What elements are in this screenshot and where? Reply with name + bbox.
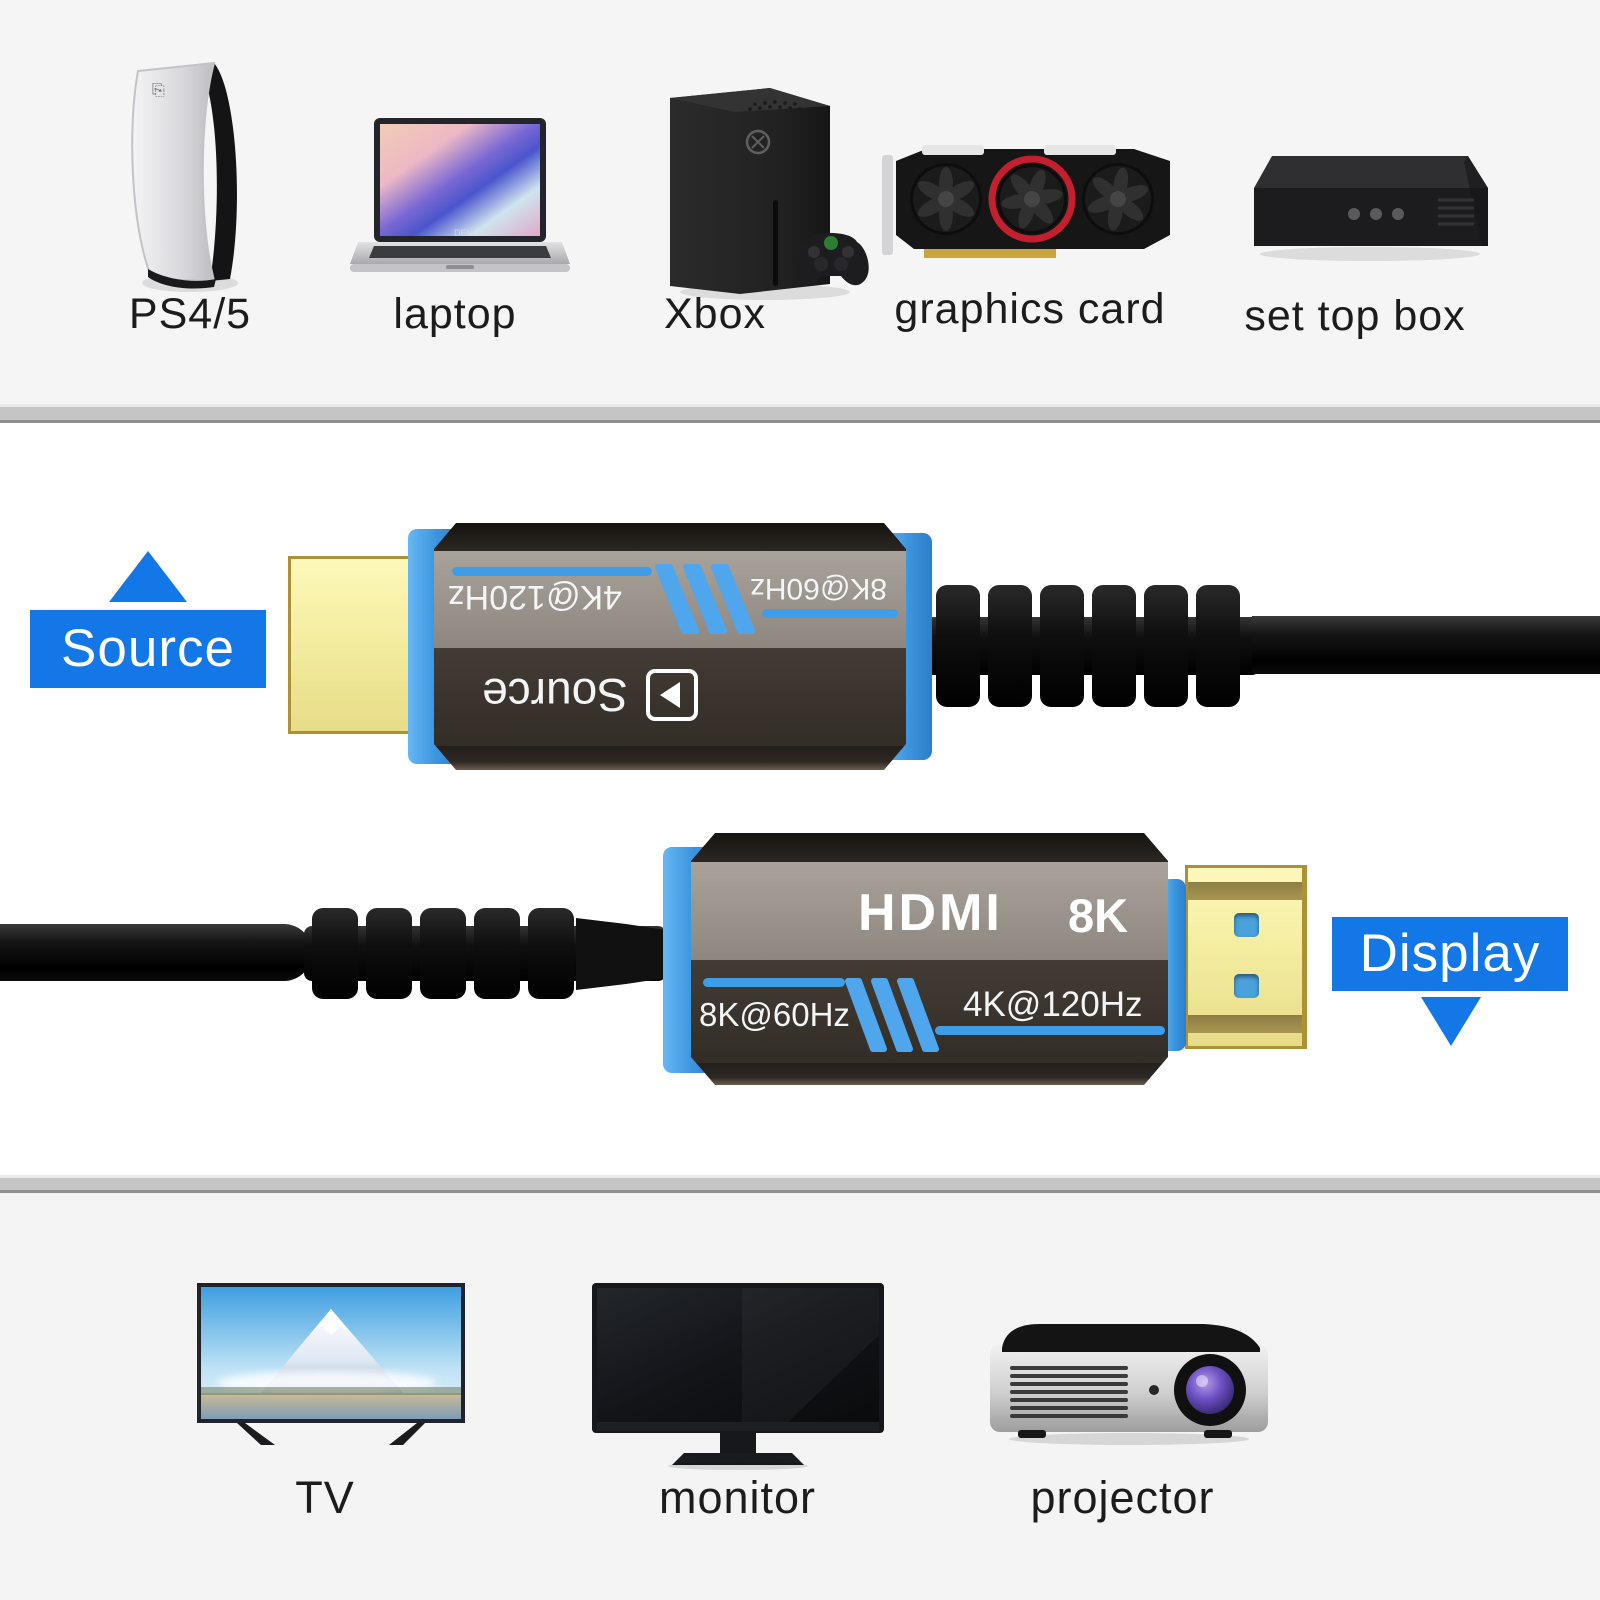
projector-label: projector xyxy=(1030,1472,1215,1523)
hdmi-logo-text: HDMI xyxy=(858,884,1003,942)
graphics-card-icon xyxy=(882,145,1170,258)
display-plug-pin-hole-top xyxy=(1234,913,1259,937)
source-strain-relief-icon xyxy=(926,585,1260,707)
display-plug-pin-hole-bottom xyxy=(1234,974,1259,998)
display-cable xyxy=(0,924,312,981)
tv-label: TV xyxy=(295,1472,355,1523)
display-annotation-text: Display xyxy=(1359,924,1541,983)
source-body-label: Source xyxy=(482,669,628,721)
source-triple-slash-icon xyxy=(655,564,755,634)
ps4-5-label: PS4/5 xyxy=(128,290,252,338)
hdmi-8k-text: 8K xyxy=(1068,889,1129,942)
display-strain-relief-icon xyxy=(304,908,666,999)
section-divider-top xyxy=(0,404,1600,423)
svg-text:DELL: DELL xyxy=(454,228,477,238)
source-body-label-group: Source xyxy=(455,663,725,727)
graphics-card-label: graphics card xyxy=(894,285,1166,333)
display-pointer-arrow-icon xyxy=(1421,997,1481,1046)
svg-text:⎘: ⎘ xyxy=(152,80,165,99)
monitor-label: monitor xyxy=(658,1472,817,1523)
display-bevel-top xyxy=(691,833,1168,862)
monitor-icon xyxy=(592,1283,884,1470)
cable-diagram-section: Source 4K@120Hz 8K xyxy=(0,423,1600,1175)
source-cable xyxy=(1252,616,1600,674)
source-bevel-top xyxy=(434,523,906,551)
display-bevel-bottom xyxy=(691,1063,1168,1085)
source-accent-line-right xyxy=(762,609,898,618)
source-dark-band xyxy=(434,648,906,746)
display-spec-4k: 4K@120Hz xyxy=(963,985,1143,1024)
display-devices-section: TV monitor projector xyxy=(0,1193,1600,1600)
source-bevel-bottom xyxy=(434,746,906,770)
set-top-box-icon xyxy=(1254,156,1488,261)
section-divider-bottom xyxy=(0,1175,1600,1193)
tv-icon xyxy=(197,1283,465,1445)
source-connector-housing xyxy=(434,523,906,770)
source-spec-4k: 4K@120Hz xyxy=(447,578,622,616)
display-gray-band xyxy=(691,862,1168,960)
xbox-label: Xbox xyxy=(663,290,766,338)
laptop-icon: DELL xyxy=(350,118,570,272)
source-pointer-arrow-icon xyxy=(109,551,187,602)
display-hdmi-plug-icon xyxy=(1185,865,1307,1049)
source-connector-icon: 4K@120Hz 8K@60Hz Source xyxy=(408,523,932,770)
source-devices-section: ⎘ DELL xyxy=(0,0,1600,404)
source-annotation-text: Source xyxy=(61,619,235,678)
display-spec-8k: 8K@60Hz xyxy=(699,996,850,1033)
xbox-icon xyxy=(670,88,869,300)
set-top-box-label: set top box xyxy=(1244,292,1466,340)
display-accent-line-left xyxy=(703,978,845,987)
display-plug-stripe-top xyxy=(1188,882,1302,900)
display-accent-line-right xyxy=(935,1026,1165,1035)
display-annotation-label: Display xyxy=(1332,917,1568,991)
display-triple-slash-icon xyxy=(845,978,939,1052)
source-annotation-label: Source xyxy=(30,610,266,688)
xbox-controller-icon xyxy=(793,233,869,286)
ps5-console-icon: ⎘ xyxy=(131,61,238,292)
source-play-icon xyxy=(645,669,698,721)
laptop-label: laptop xyxy=(393,290,517,338)
display-plug-stripe-bottom xyxy=(1188,1015,1302,1033)
gpu-fans-icon xyxy=(910,155,1154,243)
source-spec-8k: 8K@60Hz xyxy=(749,572,887,605)
projector-icon xyxy=(990,1324,1268,1445)
display-connector-icon: HDMI 8K 8K@60Hz 4K@120Hz xyxy=(663,833,1186,1085)
source-accent-line-left xyxy=(452,567,652,576)
